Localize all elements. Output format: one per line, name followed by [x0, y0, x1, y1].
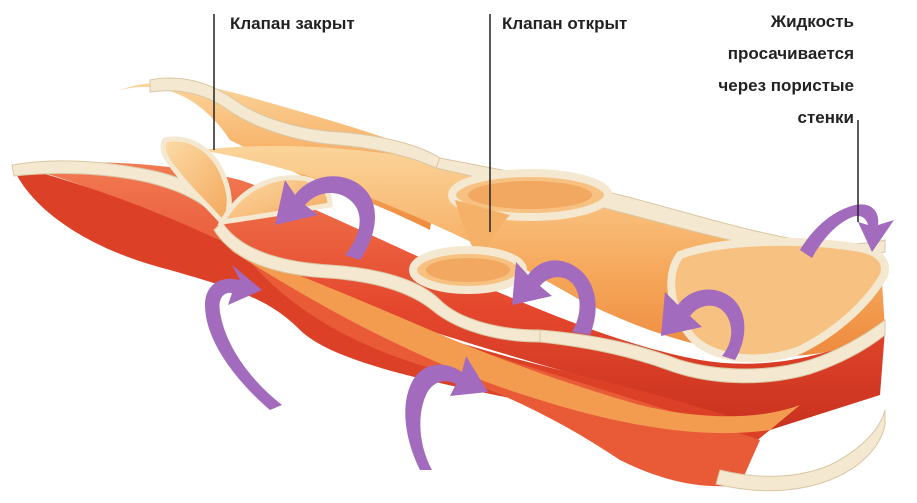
label-valve-open: Клапан открыт [502, 12, 627, 35]
label-seepage-line-2: просачивается [728, 42, 854, 65]
valve-open-hole [468, 181, 592, 209]
valve-lower-hole [426, 258, 510, 282]
label-seepage-line-1: Жидкость [771, 10, 854, 33]
label-seepage-line-4: стенки [798, 106, 854, 129]
label-seepage-line-3: через пористые [718, 74, 854, 97]
label-valve-closed: Клапан закрыт [230, 12, 355, 35]
